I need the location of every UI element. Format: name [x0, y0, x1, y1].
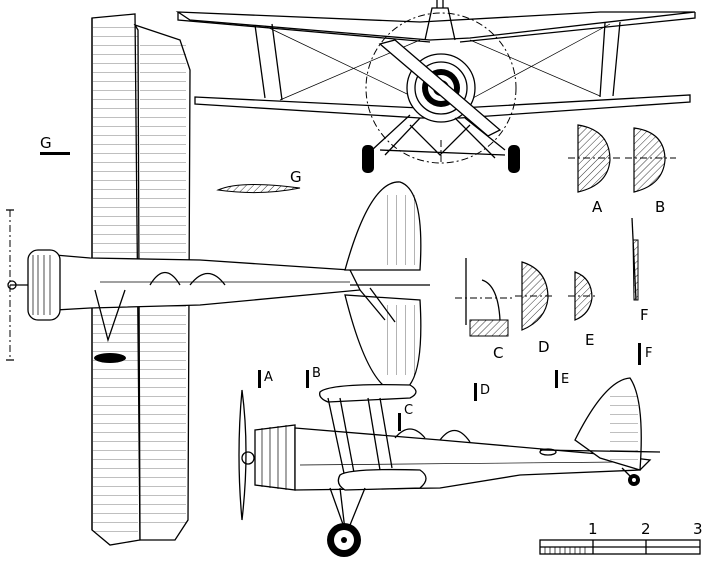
section-label-D: D — [538, 338, 550, 356]
station-label-F: F — [645, 346, 652, 361]
section-label-C: C — [493, 344, 503, 362]
scale-bar: 1 2 3 — [539, 520, 703, 555]
section-D — [515, 261, 555, 331]
plan-view — [6, 13, 430, 546]
section-label-E: E — [585, 331, 594, 349]
section-F — [631, 217, 639, 301]
section-label-G-plan: G — [40, 134, 52, 152]
side-view — [238, 377, 661, 557]
section-B — [625, 127, 676, 193]
station-label-D: D — [480, 383, 490, 398]
scale-tick-1: 1 — [588, 520, 598, 538]
section-label-F: F — [640, 306, 649, 324]
front-view — [175, 0, 696, 173]
section-E — [568, 271, 598, 321]
section-A — [568, 124, 620, 193]
section-label-A: A — [592, 198, 603, 216]
section-label-B: B — [655, 198, 665, 216]
section-C — [455, 258, 515, 337]
section-label-G-airfoil: G — [290, 168, 302, 186]
station-label-B: B — [312, 366, 321, 381]
station-label-A: A — [264, 370, 273, 385]
station-label-E: E — [561, 372, 569, 387]
airfoil-section-G — [216, 183, 301, 194]
scale-tick-3: 3 — [693, 520, 703, 538]
station-label-C: C — [404, 403, 413, 418]
scale-tick-2: 2 — [641, 520, 651, 538]
